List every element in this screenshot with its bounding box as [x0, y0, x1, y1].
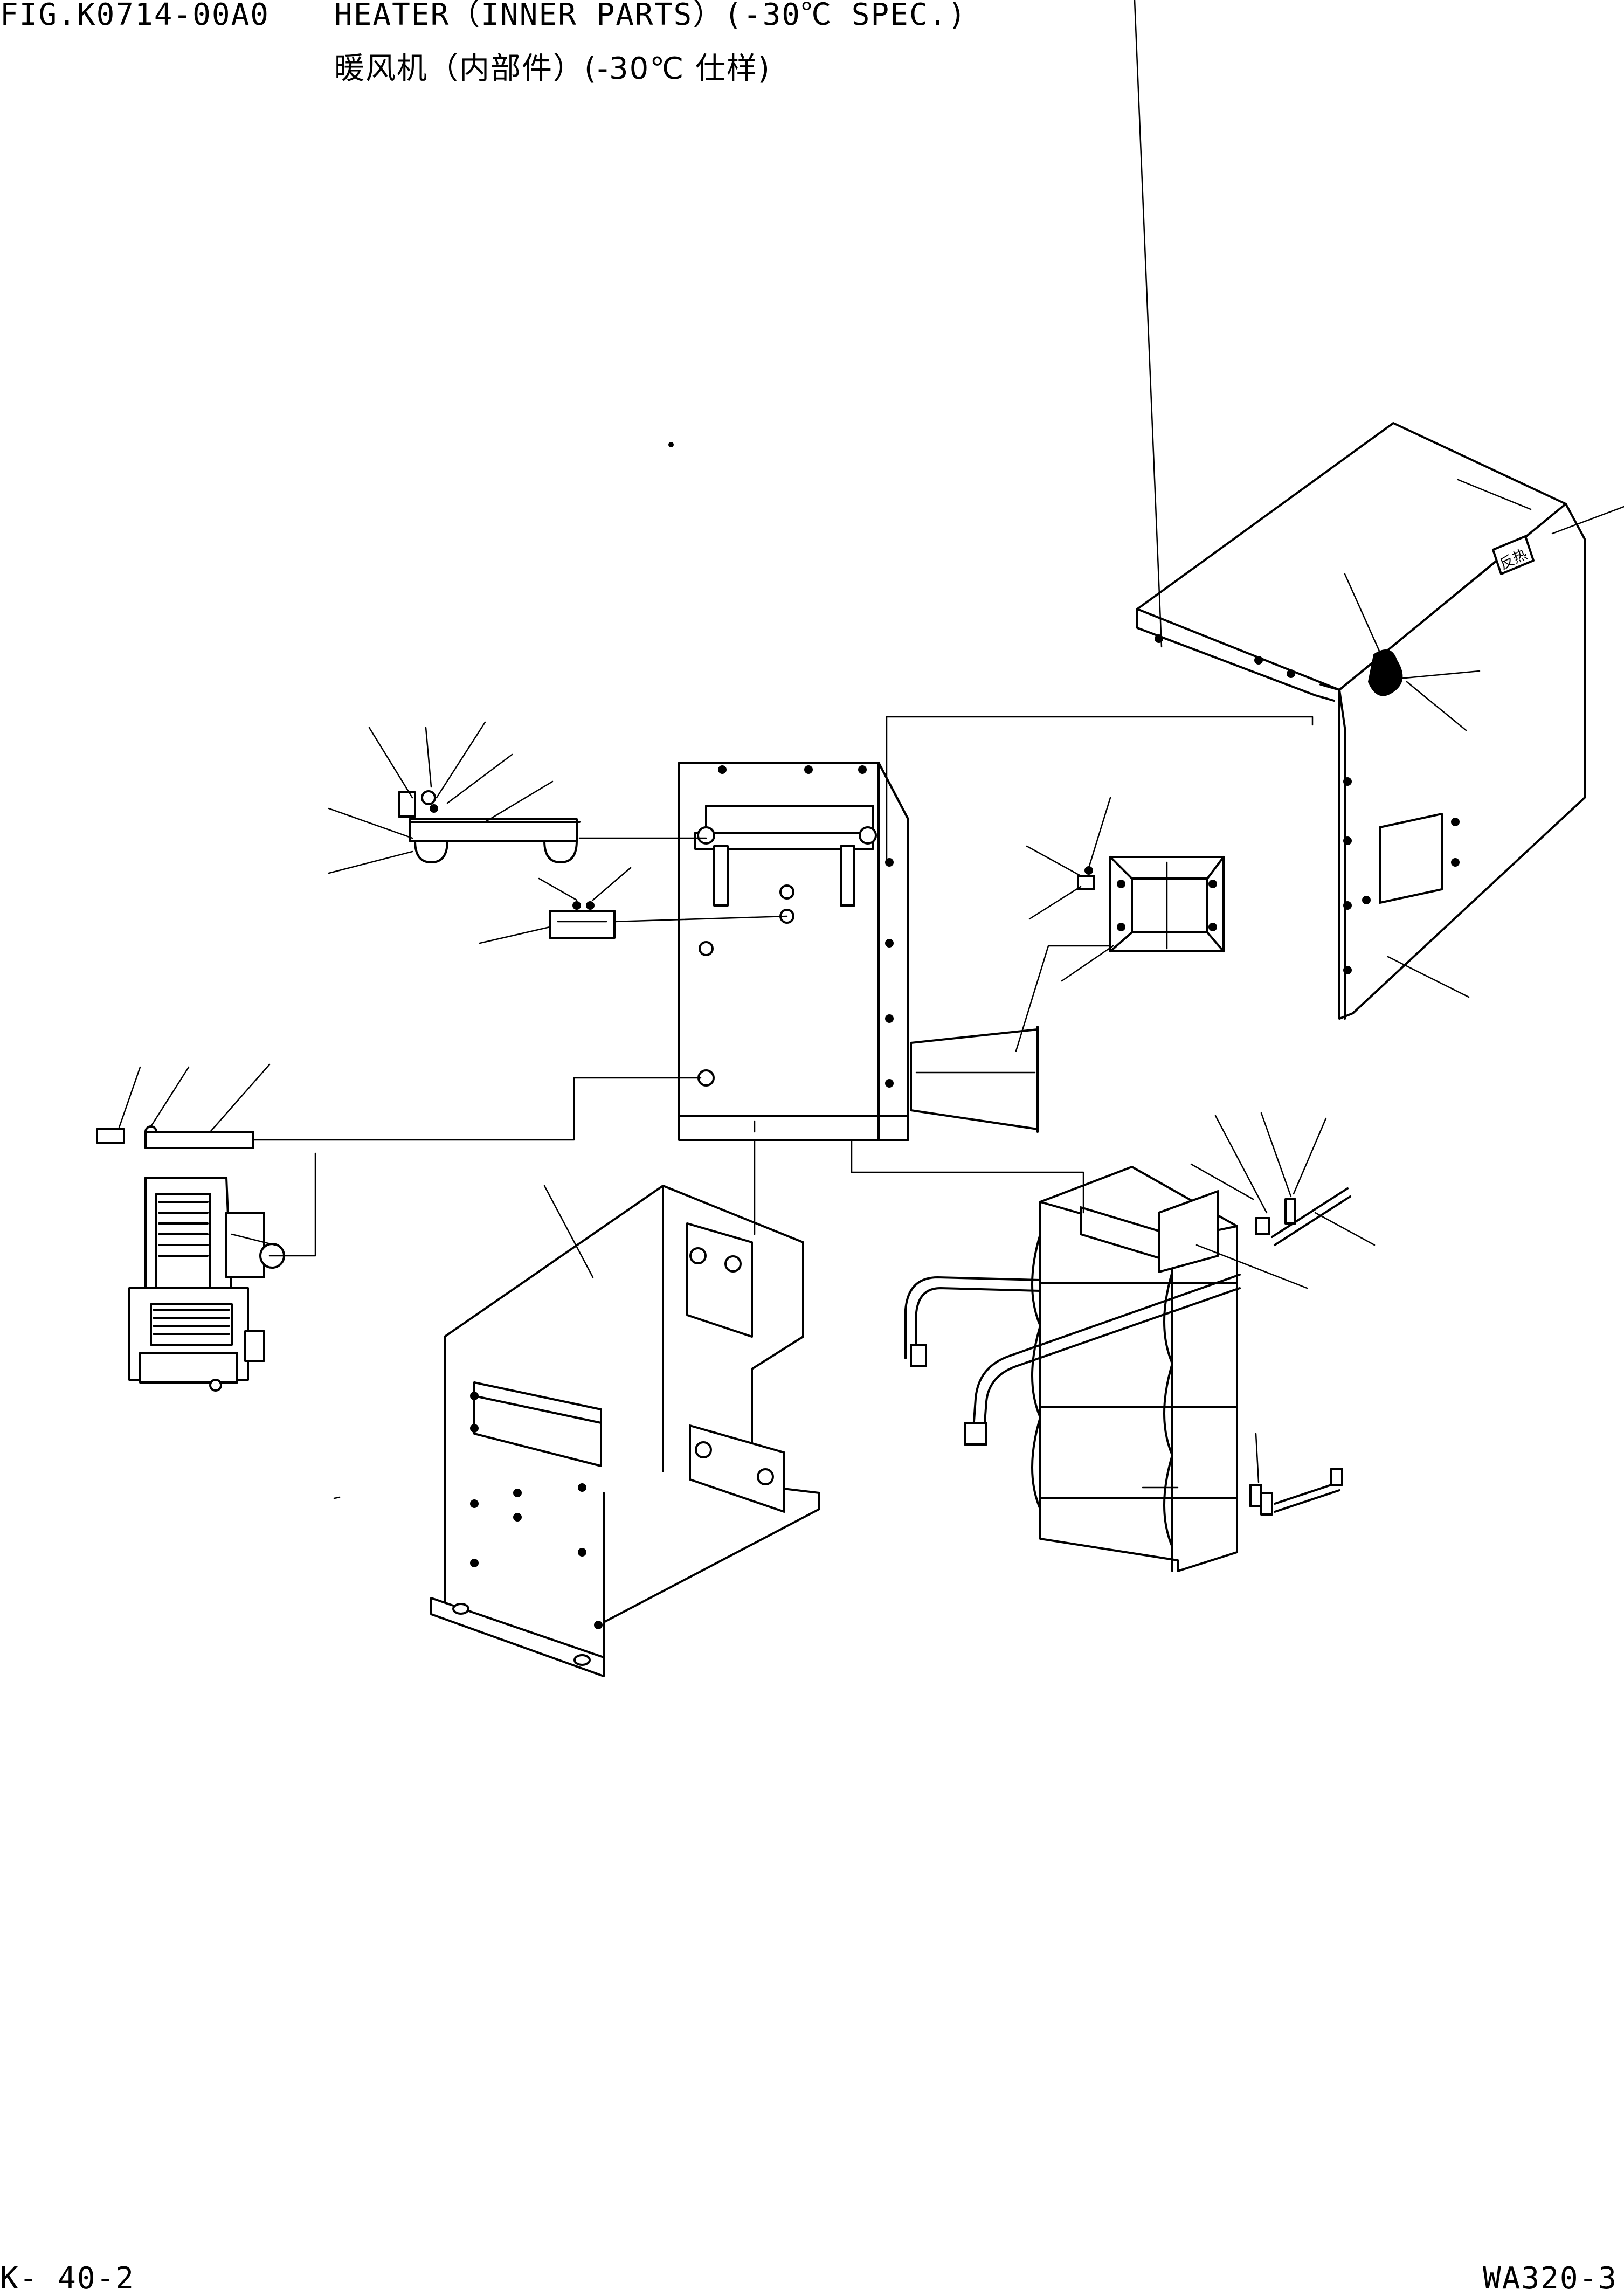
page-number: K- 40-2 — [0, 2261, 135, 2296]
heater-cover: 反热 — [1134, 0, 1624, 1020]
air-register — [886, 716, 1314, 1052]
heater-housing — [678, 762, 1039, 1141]
figure-code: FIG.K0714-00A0 — [0, 0, 270, 32]
valve-bracket — [328, 721, 788, 944]
model-number: WA320-3 — [1482, 2261, 1618, 2296]
heater-case — [430, 1139, 820, 1677]
title-english: HEATER（INNER PARTS）(-30℃ SPEC.) — [334, 0, 968, 32]
heater-core — [851, 1112, 1376, 1572]
blower-motor — [96, 1063, 702, 1392]
title-chinese: 暖风机（内部件）(-30℃ 仕样) — [334, 51, 771, 86]
